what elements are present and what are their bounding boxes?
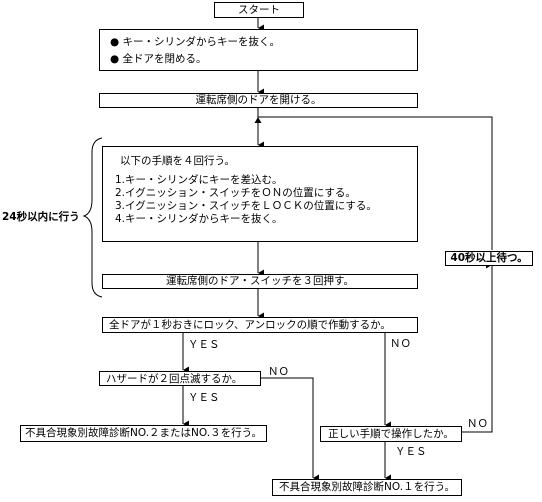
procedure-item-3: 3.イグニッション・スイッチをＬＯＣＫの位置にする。 (115, 200, 377, 212)
no-label-1: ＮＯ (390, 338, 411, 350)
wait-box: 40秒以上待つ。 (445, 251, 533, 266)
prep-bullet-2: ● 全ドアを閉める。 (110, 53, 207, 65)
procedure-item-2: 2.イグニッション・スイッチをＯＮの位置にする。 (115, 187, 356, 199)
yes-label-3: ＹＥＳ (395, 446, 427, 458)
yes-label-2: ＹＥＳ (188, 392, 220, 404)
within-time-label: 24秒以内に行う (2, 211, 80, 223)
start-box: スタート (214, 2, 304, 18)
procedure-item-4: 4.キー・シリンダからキーを抜く。 (115, 213, 283, 225)
procedure-item-1: 1.キー・シリンダにキーを差込む。 (115, 174, 283, 186)
procedure-intro: 以下の手順を４回行う。 (120, 155, 235, 167)
decision-procedure-box: 正しい手順で操作したか。 (320, 426, 462, 442)
open-door-box: 運転席側のドアを開ける。 (99, 93, 418, 108)
decision-lock-box: 全ドアが１秒おきにロック、アンロックの順で作動するか。 (102, 317, 418, 333)
brace (82, 137, 103, 298)
result-no1-box: 不具合現象別故障診断NO.１を行う。 (272, 479, 462, 496)
decision-hazard-box: ハザードが２回点滅するか。 (99, 371, 261, 386)
result-no2-no3-box: 不具合現象別故障診断NO.２またはNO.３を行う。 (20, 425, 267, 442)
no-label-3: ＮＯ (467, 418, 488, 430)
press-switch-box: 運転席側のドア・スイッチを３回押す。 (102, 274, 418, 289)
procedure-box: 以下の手順を４回行う。 1.キー・シリンダにキーを差込む。 2.イグニッション・… (102, 146, 418, 242)
prep-box: ● キー・シリンダからキーを抜く。 ● 全ドアを閉める。 (99, 29, 418, 71)
prep-bullet-1: ● キー・シリンダからキーを抜く。 (110, 36, 280, 48)
yes-label-1: ＹＥＳ (188, 339, 220, 351)
no-label-2: ＮＯ (268, 366, 289, 378)
